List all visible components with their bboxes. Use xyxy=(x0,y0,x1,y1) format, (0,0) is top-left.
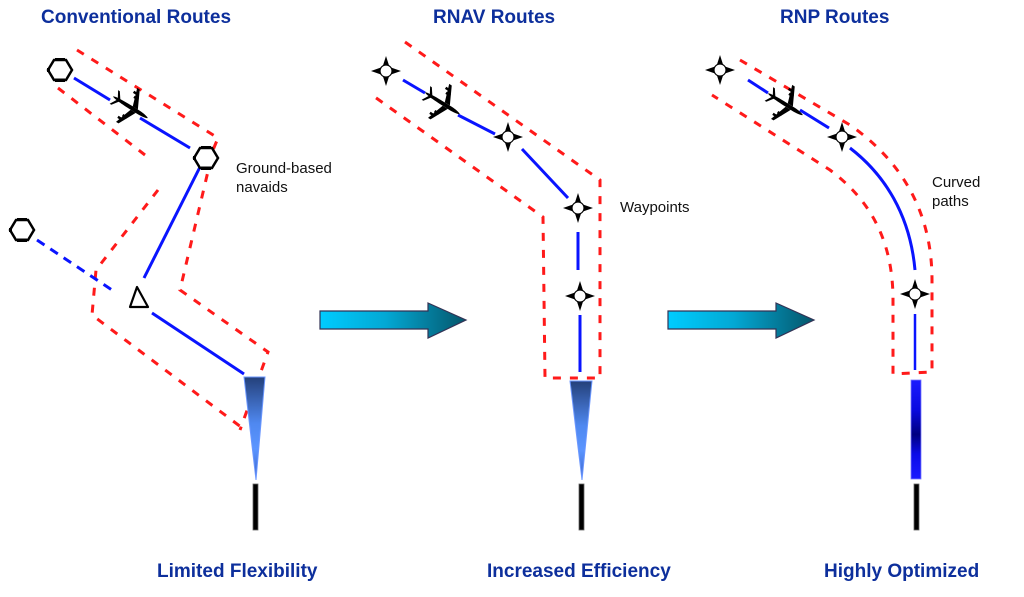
hexagon-navaid-icon xyxy=(45,56,74,84)
containment-corridor xyxy=(371,40,602,380)
route-leg xyxy=(747,78,769,95)
panel-caption-rnp: Highly Optimized xyxy=(824,561,980,582)
annotation-line-2: navaids xyxy=(236,179,288,196)
approach-cone xyxy=(569,380,593,481)
route-leg-dashed xyxy=(36,238,116,294)
rnav-route-panel xyxy=(370,40,602,531)
containment-corridor xyxy=(76,48,270,431)
route-leg xyxy=(457,113,496,136)
panel-title-rnp: RNP Routes xyxy=(780,7,890,28)
star-waypoint-icon xyxy=(370,55,402,87)
rnp-route-panel xyxy=(704,54,934,531)
star-waypoint-icon xyxy=(826,121,858,153)
hexagon-navaid-icon xyxy=(191,144,220,172)
containment-corridor xyxy=(90,189,246,432)
route-leg xyxy=(151,311,245,376)
panel-title-rnav: RNAV Routes xyxy=(433,7,556,28)
airplane-icon xyxy=(102,79,159,136)
airplane-icon xyxy=(757,76,814,133)
star-waypoint-icon xyxy=(704,54,736,86)
annotation-line-1: Ground-based xyxy=(236,160,332,177)
route-leg xyxy=(402,78,426,95)
containment-corridor xyxy=(57,86,146,157)
annotation-line-2: paths xyxy=(932,193,969,210)
star-waypoint-icon xyxy=(564,280,596,312)
runway-icon xyxy=(913,483,920,531)
precision-approach-bar xyxy=(910,379,922,480)
approach-cone xyxy=(243,376,266,481)
annotation-curved-paths: Curved paths xyxy=(932,173,980,211)
panel-caption-conventional: Limited Flexibility xyxy=(157,561,318,582)
route-leg xyxy=(520,147,570,200)
annotation-line-1: Waypoints xyxy=(620,199,690,216)
route-leg xyxy=(73,76,111,102)
annotation-ground-navaids: Ground-based navaids xyxy=(236,159,332,197)
progression-arrow xyxy=(319,302,468,339)
conventional-route-panel xyxy=(7,48,270,531)
route-leg xyxy=(142,166,202,279)
runway-icon xyxy=(578,483,585,531)
star-waypoint-icon xyxy=(899,278,931,310)
runway-icon xyxy=(252,483,259,531)
panel-title-conventional: Conventional Routes xyxy=(41,7,232,28)
annotation-waypoints: Waypoints xyxy=(620,198,689,217)
curved-route-leg xyxy=(849,146,917,271)
star-waypoint-icon xyxy=(492,121,524,153)
route-leg xyxy=(799,108,830,130)
hexagon-navaid-icon xyxy=(7,216,36,244)
panel-caption-rnav: Increased Efficiency xyxy=(487,561,671,582)
progression-arrow xyxy=(667,302,816,339)
triangle-fix-icon xyxy=(128,285,150,309)
route-leg xyxy=(139,116,191,150)
annotation-line-1: Curved xyxy=(932,174,981,191)
